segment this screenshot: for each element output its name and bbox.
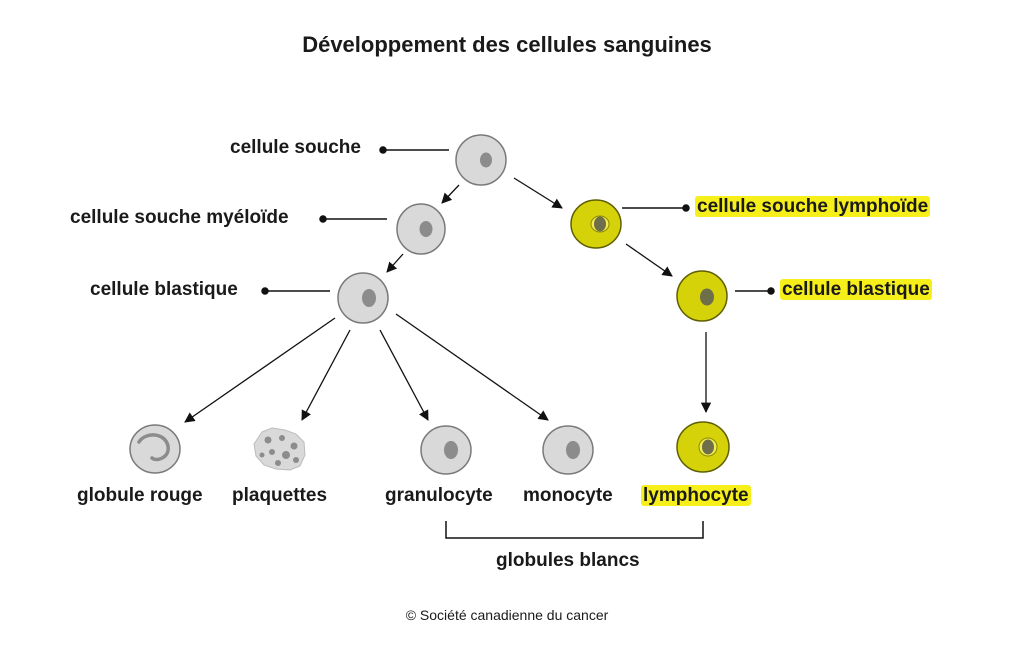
- monocyte: [542, 425, 594, 475]
- label-white-blood-cells: globules blancs: [496, 550, 640, 571]
- title: Développement des cellules sanguines: [302, 32, 712, 57]
- label-monocyte: monocyte: [523, 485, 613, 506]
- arrow-myeloid-to-blast: [386, 253, 404, 273]
- arrows: [184, 177, 712, 423]
- arrow-lymphoid-to-blast: [625, 243, 673, 277]
- label-granulocyte: granulocyte: [385, 485, 493, 506]
- label-platelets: plaquettes: [232, 485, 328, 506]
- label-lymphoid-stem-cell-text: cellule souche lymphoïde: [695, 196, 931, 217]
- copyright-credit: © Société canadienne du cancer: [405, 607, 609, 623]
- label-lymphoid-blast: cellule blastique: [780, 279, 932, 301]
- arrow-stem-to-lymphoid: [513, 177, 563, 209]
- arrow-blast-to-red-cell: [184, 317, 336, 423]
- arrow-blast-to-granulocyte: [379, 329, 429, 421]
- myeloid-stem-cell: [396, 203, 446, 255]
- label-lymphoid-stem-cell: cellule souche lymphoïde: [695, 196, 931, 218]
- platelets: [253, 427, 306, 471]
- stem-cell: [455, 134, 507, 186]
- granulocyte: [420, 425, 472, 475]
- lymphoid-blast-cell: [676, 270, 728, 322]
- label-lymphocyte-text: lymphocyte: [641, 485, 751, 506]
- label-lymphocyte: lymphocyte: [641, 485, 751, 507]
- arrow-blast-to-platelets: [301, 329, 351, 421]
- label-lymphoid-blast-text: cellule blastique: [780, 279, 932, 300]
- label-leaders: [261, 146, 775, 295]
- myeloid-blast-cell: [337, 272, 389, 324]
- arrow-blast-to-monocyte: [395, 313, 549, 421]
- label-myeloid-stem-cell: cellule souche myéloïde: [70, 207, 289, 228]
- label-stem-cell: cellule souche: [230, 137, 361, 158]
- lymphoid-stem-cell: [570, 199, 622, 249]
- lymphocyte-cell: [676, 421, 730, 473]
- label-myeloid-blast: cellule blastique: [90, 279, 238, 300]
- label-red-blood-cell: globule rouge: [77, 485, 203, 506]
- red-blood-cell: [129, 424, 181, 474]
- arrow-stem-to-myeloid: [441, 184, 460, 204]
- white-blood-cells-bracket: [445, 521, 704, 539]
